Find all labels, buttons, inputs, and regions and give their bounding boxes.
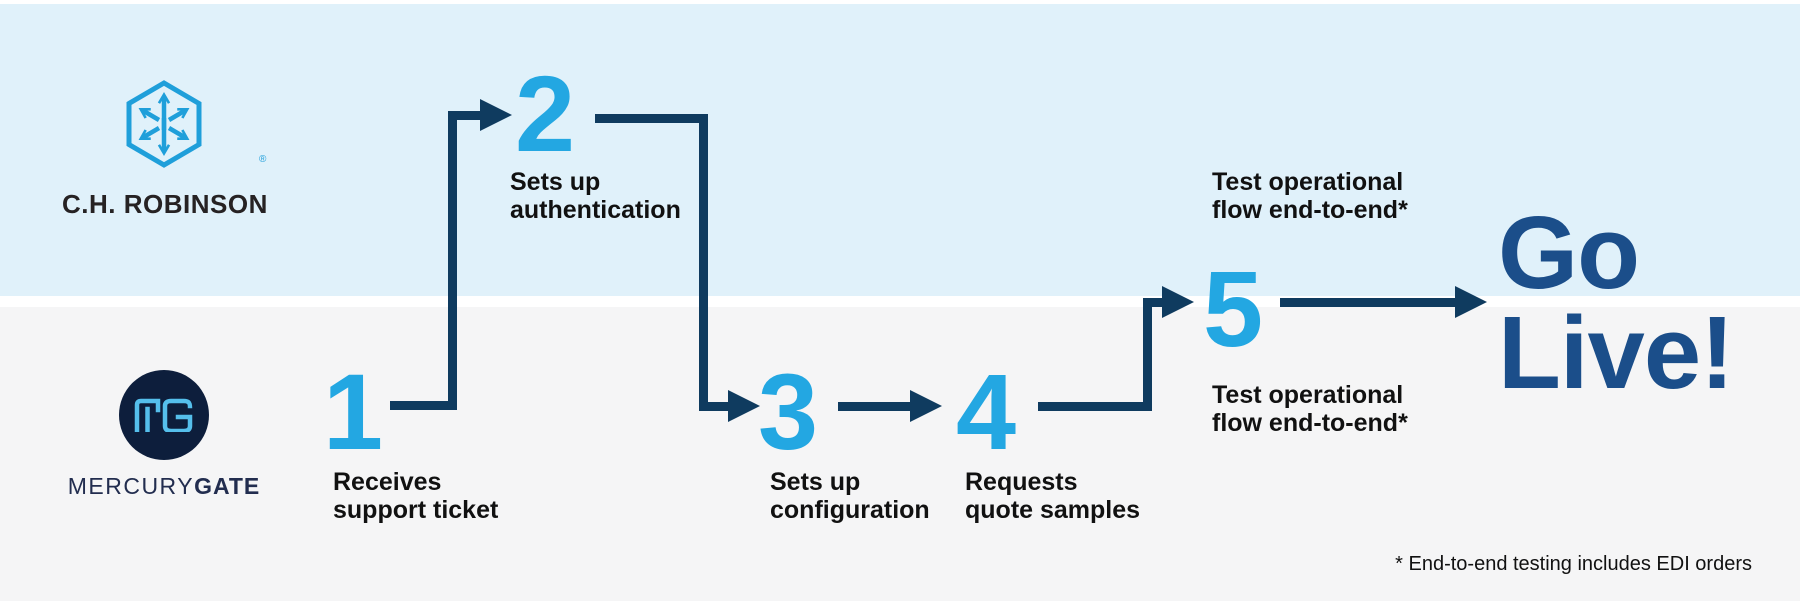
registered-trademark-symbol: ®: [259, 154, 267, 165]
step-3-number: 3: [758, 351, 818, 472]
step-5-label-bottom-line2: flow end-to-end*: [1212, 409, 1408, 437]
arrowhead-into-step-3-icon: [728, 390, 760, 422]
step-5-label-top-line1: Test operational: [1212, 168, 1404, 196]
arrowhead-into-step-2-icon: [480, 99, 512, 131]
arrowhead-into-step-5-icon: [1162, 286, 1194, 318]
step-1-label-line2: support ticket: [333, 496, 499, 524]
step-3-label-line1: Sets up: [770, 468, 861, 496]
step-2-label-line2: authentication: [510, 196, 681, 224]
connector-4-to-5-arm: [1143, 298, 1162, 307]
connector-1-to-2-vertical: [448, 111, 457, 410]
connector-2-to-3-horizontal: [595, 114, 708, 123]
mg-monogram-circle-icon: [119, 370, 209, 460]
lane-mercurygate: [0, 307, 1800, 601]
go-live-line2: Live!: [1498, 295, 1734, 410]
mercurygate-wordmark-regular: MERCURY: [67, 473, 195, 499]
lane-chrobinson: [0, 4, 1800, 296]
step-1-label-line1: Receives: [333, 468, 442, 496]
connector-1-to-2-arm: [448, 111, 480, 120]
step-4-number: 4: [956, 351, 1016, 472]
step-5-label-top-line2: flow end-to-end*: [1212, 196, 1408, 224]
step-5-label-bottom: Test operational flow end-to-end*: [1212, 381, 1408, 437]
connector-4-to-5-horizontal: [1038, 402, 1152, 411]
step-1-number: 1: [323, 351, 383, 472]
connector-2-to-3-vertical: [699, 114, 708, 411]
step-2-number: 2: [515, 53, 575, 174]
connector-1-to-2-horizontal: [390, 401, 457, 410]
connector-5-to-golive-line: [1280, 298, 1455, 307]
step-4-label-line1: Requests: [965, 468, 1078, 496]
go-live-text: Go Live!: [1498, 195, 1734, 410]
connector-3-to-4-line: [838, 402, 910, 411]
hexagon-arrows-icon: ®: [124, 78, 266, 175]
chrobinson-logo: ® C.H. ROBINSON: [62, 78, 268, 220]
step-5-label-top: Test operational flow end-to-end*: [1212, 168, 1408, 224]
step-5-label-bottom-line1: Test operational: [1212, 381, 1404, 409]
arrowhead-into-golive-icon: [1455, 286, 1487, 318]
step-1-label: Receives support ticket: [333, 468, 498, 524]
mercurygate-wordmark: MERCURYGATE: [62, 473, 266, 500]
step-4-label-line2: quote samples: [965, 496, 1141, 524]
connector-2-to-3-arm: [699, 402, 728, 411]
go-live-line1: Go: [1498, 195, 1640, 310]
mercurygate-logo: MERCURYGATE: [62, 370, 266, 500]
step-2-label: Sets up authentication: [510, 168, 681, 224]
step-5-number: 5: [1203, 248, 1263, 369]
connector-4-to-5-vertical: [1143, 298, 1152, 411]
step-4-label: Requests quote samples: [965, 468, 1140, 524]
step-3-label: Sets up configuration: [770, 468, 930, 524]
arrowhead-into-step-4-icon: [910, 390, 942, 422]
chrobinson-wordmark: C.H. ROBINSON: [62, 189, 268, 219]
footnote: * End-to-end testing includes EDI orders: [1395, 553, 1752, 575]
mercurygate-wordmark-bold: GATE: [194, 473, 261, 499]
step-2-label-line1: Sets up: [510, 168, 601, 196]
step-3-label-line2: configuration: [770, 496, 930, 524]
